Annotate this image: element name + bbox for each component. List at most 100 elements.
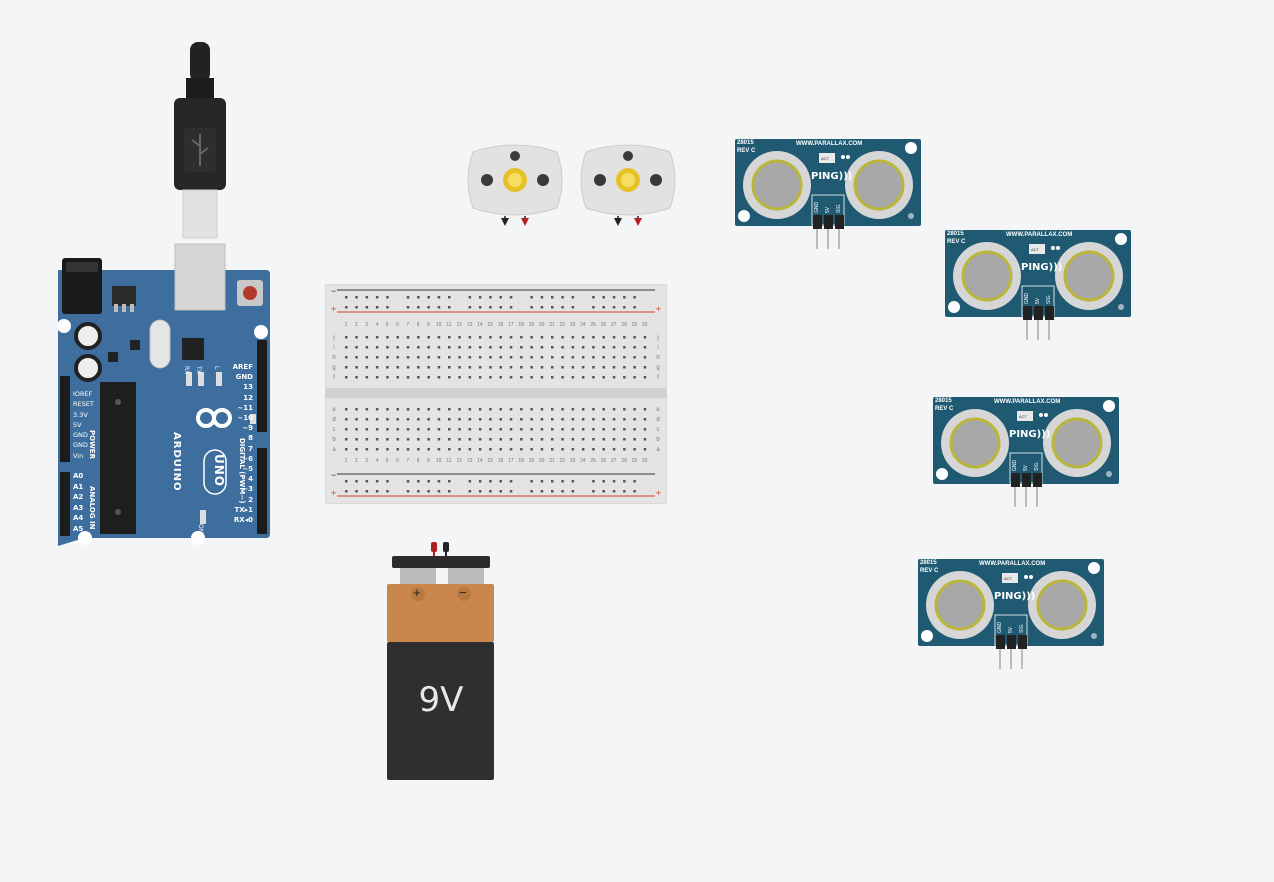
row-letter: c bbox=[657, 427, 660, 433]
rail-hole bbox=[633, 490, 636, 493]
row-letter: i bbox=[333, 345, 334, 351]
sensor-pin-gnd: GND bbox=[997, 621, 1003, 633]
rail-hole bbox=[468, 296, 472, 299]
hole bbox=[406, 438, 410, 441]
hole bbox=[592, 376, 595, 379]
power-pin-label-3: 5V bbox=[73, 420, 82, 429]
arduino-uno-board[interactable]: ARDUINO UNO DIGITAL (PWM~) POWER ANALOG … bbox=[54, 242, 272, 548]
battery-plus-terminal: + bbox=[413, 585, 421, 600]
hole bbox=[437, 418, 441, 421]
column-number: 4 bbox=[376, 322, 379, 328]
dc-motor-1[interactable] bbox=[465, 142, 565, 230]
column-number: 10 bbox=[436, 322, 442, 328]
rail-hole bbox=[386, 480, 389, 483]
column-number: 25 bbox=[590, 322, 596, 328]
column-number: 7 bbox=[406, 322, 409, 328]
hole bbox=[643, 418, 647, 421]
hole bbox=[448, 448, 451, 451]
hole bbox=[561, 448, 564, 451]
column-number: 30 bbox=[642, 322, 648, 328]
usb-cable[interactable] bbox=[170, 40, 232, 240]
rail-hole bbox=[509, 296, 513, 299]
analog-pin-label-0: A0 bbox=[73, 472, 84, 480]
column-number: 13 bbox=[467, 458, 473, 464]
digital-pin-label-9: ~6 bbox=[242, 454, 253, 463]
rail-hole bbox=[499, 306, 502, 309]
digital-pin-label-8: 7 bbox=[248, 444, 253, 453]
hole bbox=[386, 356, 389, 359]
hole bbox=[551, 418, 554, 421]
rail-hole bbox=[375, 306, 379, 309]
sensor-code: 28015 bbox=[935, 398, 952, 404]
arduino-on-label: ON bbox=[197, 524, 204, 534]
hole bbox=[427, 356, 430, 359]
hole bbox=[520, 438, 523, 441]
column-number: 17 bbox=[508, 322, 514, 328]
rail-hole bbox=[489, 480, 492, 483]
rail-hole bbox=[478, 306, 482, 309]
hole bbox=[592, 438, 595, 441]
hole bbox=[540, 366, 544, 369]
arduino-model: UNO bbox=[212, 454, 226, 487]
hole bbox=[489, 356, 492, 359]
hole bbox=[375, 356, 379, 359]
rail-hole bbox=[551, 296, 554, 299]
dc-motor-2[interactable] bbox=[578, 142, 678, 230]
rail-hole bbox=[551, 490, 554, 493]
hole bbox=[633, 428, 636, 431]
row-letter: a bbox=[656, 447, 660, 453]
digital-pin-label-5: ~10 bbox=[237, 414, 253, 423]
rail-hole bbox=[592, 296, 595, 299]
hole bbox=[592, 366, 595, 369]
ping-sensor-2[interactable]: 28015 REV C WWW.PARALLAX.COM ACT PING)))… bbox=[945, 230, 1133, 342]
row-letter: h bbox=[332, 355, 335, 361]
ping-sensor-3[interactable]: 28015 REV C WWW.PARALLAX.COM ACT PING)))… bbox=[933, 397, 1121, 509]
row-letter: h bbox=[656, 355, 659, 361]
hole bbox=[623, 448, 626, 451]
hole bbox=[417, 376, 420, 379]
ping-sensor-4[interactable]: 28015 REV C WWW.PARALLAX.COM ACT PING)))… bbox=[918, 559, 1106, 671]
row-letter: d bbox=[332, 417, 335, 423]
ping-sensor-1[interactable]: 28015 REV C WWW.PARALLAX.COM ACT PING)))… bbox=[735, 139, 923, 251]
hole bbox=[386, 408, 389, 411]
hole bbox=[417, 346, 420, 349]
column-number: 18 bbox=[518, 458, 524, 464]
battery-9v[interactable]: + − 9V bbox=[386, 538, 496, 782]
hole bbox=[509, 376, 513, 379]
hole bbox=[375, 448, 379, 451]
hole bbox=[345, 408, 348, 411]
rail-hole bbox=[427, 490, 430, 493]
battery-voltage-label: 9V bbox=[418, 680, 464, 720]
hole bbox=[427, 408, 430, 411]
sensor-name: PING))) bbox=[1009, 429, 1051, 440]
column-number: 8 bbox=[417, 458, 420, 464]
column-number: 5 bbox=[386, 322, 389, 328]
hole bbox=[478, 428, 482, 431]
column-number: 21 bbox=[549, 458, 555, 464]
hole bbox=[345, 438, 348, 441]
hole bbox=[417, 336, 420, 339]
hole bbox=[396, 408, 399, 411]
rail-hole bbox=[489, 296, 492, 299]
hole bbox=[561, 428, 564, 431]
hole bbox=[612, 366, 616, 369]
hole bbox=[345, 346, 348, 349]
row-letter: f bbox=[657, 375, 659, 381]
sensor-rev: REV C bbox=[935, 406, 954, 412]
hole bbox=[386, 438, 389, 441]
hole bbox=[458, 418, 461, 421]
hole bbox=[520, 356, 523, 359]
hole bbox=[602, 428, 605, 431]
rail-hole bbox=[437, 296, 441, 299]
power-pin-label-4: GND bbox=[73, 431, 88, 440]
rail-hole bbox=[437, 306, 441, 309]
hole bbox=[509, 418, 513, 421]
hole bbox=[540, 428, 544, 431]
hole bbox=[417, 438, 420, 441]
hole bbox=[612, 418, 616, 421]
sensor-act: ACT bbox=[1031, 247, 1039, 252]
hole bbox=[602, 356, 605, 359]
rail-hole bbox=[375, 480, 379, 483]
hole bbox=[478, 346, 482, 349]
